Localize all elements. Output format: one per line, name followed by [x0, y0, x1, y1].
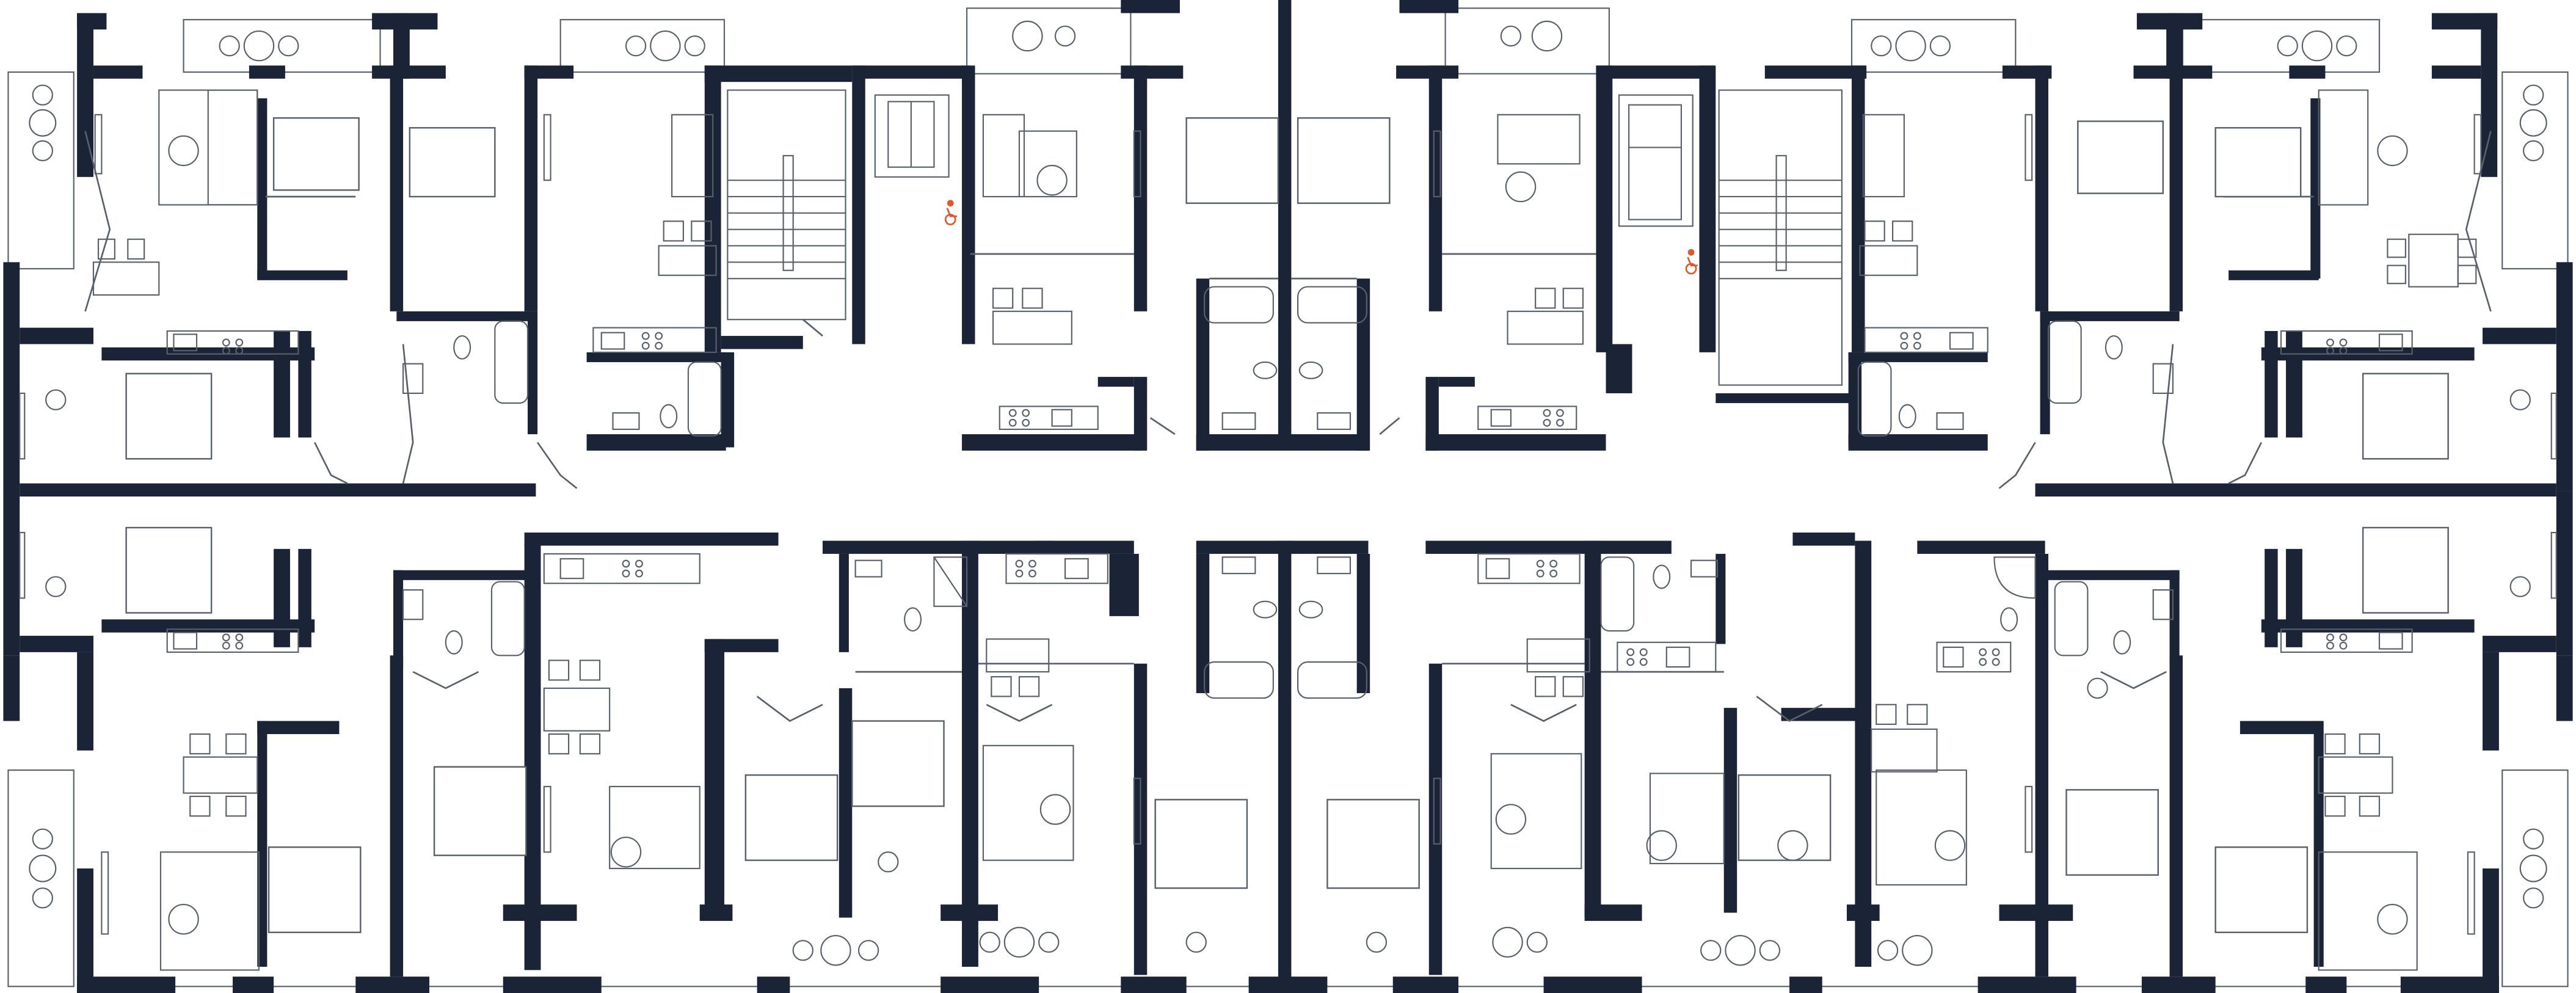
- partitions: [84, 131, 2492, 722]
- elevator-car: [874, 94, 950, 178]
- kitchens: [166, 327, 2413, 673]
- stair-flight: [727, 89, 846, 321]
- desk-chairs: [45, 389, 2531, 953]
- wheelchair-icon: [944, 200, 957, 225]
- walls: [3, 0, 2573, 993]
- stair-flight: [1718, 89, 1843, 386]
- dining-sets: [92, 220, 2477, 817]
- balcony-tables: [29, 20, 2547, 966]
- elevator-car: [1618, 94, 1694, 227]
- wheelchair-icon: [1685, 249, 1698, 275]
- bathrooms: [402, 286, 2174, 699]
- windows: [19, 114, 2557, 935]
- beds: [125, 117, 2449, 933]
- sofas: [158, 89, 2418, 971]
